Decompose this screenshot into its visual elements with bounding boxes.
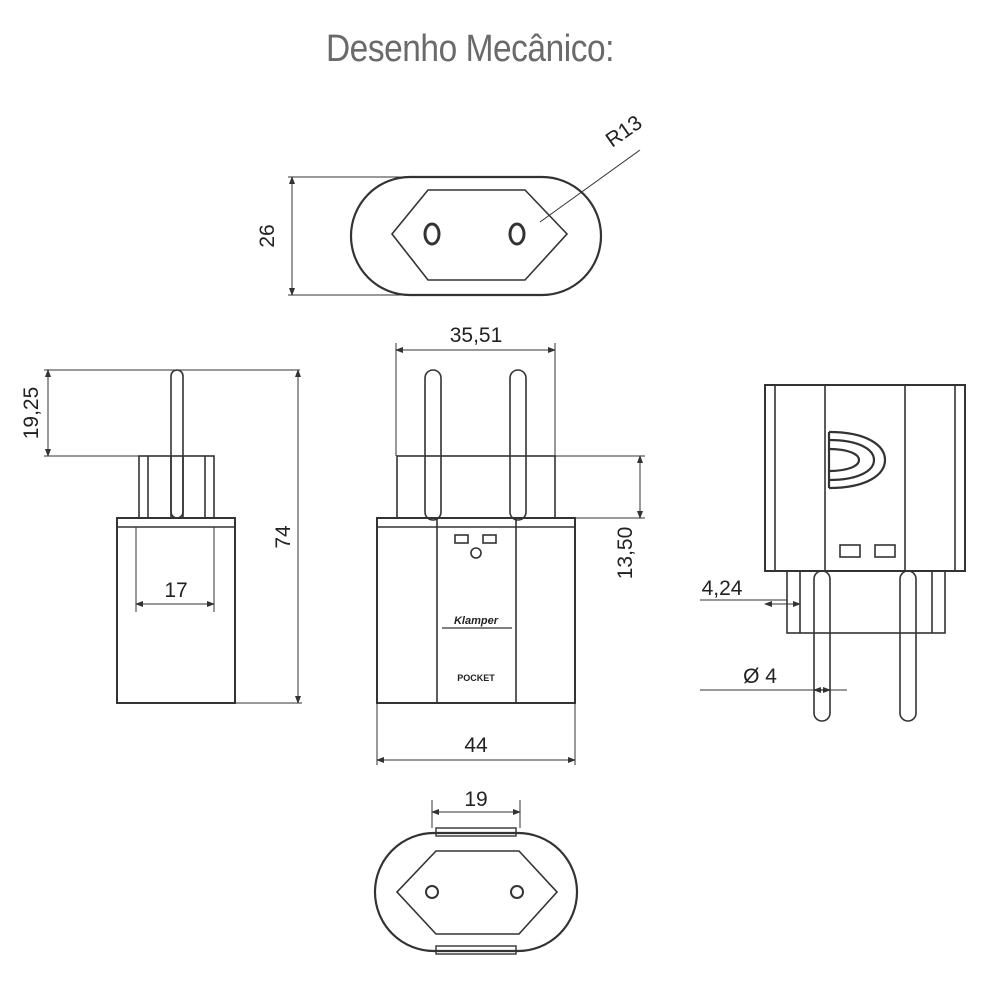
dim-side-depth: 17 — [164, 579, 187, 602]
right-view — [700, 384, 966, 722]
page-title: Desenho Mecânico: — [325, 28, 615, 70]
dim-collar-height: 13,50 — [614, 527, 637, 580]
dim-total-height: 74 — [272, 525, 295, 549]
dim-collar-offset: 4,24 — [702, 577, 743, 600]
side-view — [44, 369, 302, 704]
bottom-view — [373, 800, 579, 955]
dim-pin-length: 19,25 — [20, 387, 43, 440]
dim-height-top: 26 — [256, 224, 279, 247]
dim-pin-spacing: 35,51 — [450, 324, 503, 347]
brand-label: Klamper — [454, 615, 499, 627]
front-view — [376, 343, 645, 765]
dim-socket-spacing: 19 — [464, 788, 487, 811]
dim-pin-diameter: Ø 4 — [743, 665, 777, 688]
dim-width: 44 — [464, 734, 488, 757]
top-view — [288, 149, 641, 297]
dim-radius: R13 — [602, 111, 647, 152]
model-label: POCKET — [457, 673, 495, 683]
logo-icon — [827, 430, 887, 490]
